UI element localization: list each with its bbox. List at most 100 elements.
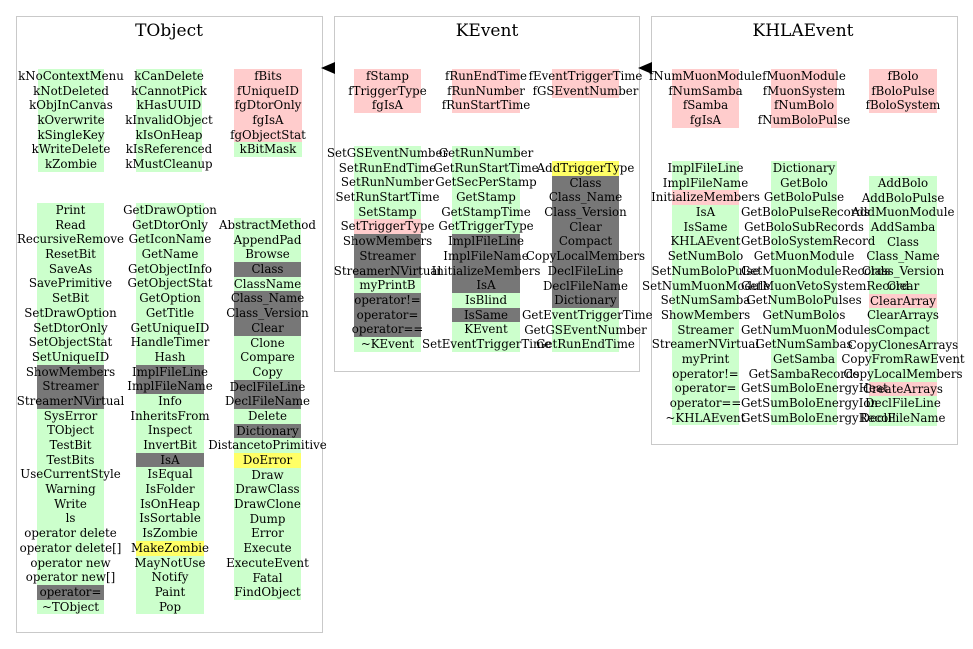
member-label: operator delete[] (19, 540, 122, 555)
member-label: fgIsA (689, 113, 722, 128)
member-cell: MayNotUse (135, 555, 205, 571)
member-cell: Class (234, 262, 301, 277)
member-label: GetSumBoloEnergyRecoil (741, 410, 896, 425)
panel-title-khlaevent: KHLAEvent (752, 21, 854, 41)
member-cell: AddBolo (869, 176, 937, 191)
member-cell: SetBit (37, 291, 104, 306)
member-cell: ImplFileLine (667, 161, 744, 176)
member-cell: GetSecPerStamp (435, 175, 537, 191)
member-label: Class (251, 262, 284, 277)
member-label: GetNumBolos (762, 307, 846, 322)
member-label: Dump (249, 511, 286, 526)
member-label: GetBoloPulseRecords (741, 205, 870, 220)
member-label: StreamerNVirtual (16, 393, 125, 408)
member-cell: GetTriggerType (438, 219, 534, 235)
member-cell: kNotDeleted (33, 83, 109, 99)
member-label: SetTriggerType (340, 219, 435, 234)
member-cell: Class_Name (549, 190, 622, 206)
member-cell: SetNumMuonModule (642, 278, 770, 294)
member-cell: Dictionary (234, 423, 301, 439)
member-label: AddTriggerType (536, 161, 635, 175)
member-label: GetBoloSystemRecord (741, 234, 876, 249)
member-label: Class_Name (230, 291, 305, 306)
member-label: IsEqual (147, 467, 193, 482)
member-label: fUniqueID (237, 83, 299, 98)
member-label: kCannotPick (131, 83, 207, 98)
member-cell: IsFolder (136, 482, 204, 497)
member-label: FindObject (234, 585, 301, 600)
member-cell: AddMuonModule (851, 205, 955, 221)
member-cell: GetMuonModuleRecords (741, 263, 890, 279)
member-cell: myPrintB (354, 278, 421, 293)
member-label: AddBoloPulse (861, 190, 945, 205)
member-label: Dictionary (772, 161, 836, 175)
member-label: IsA (476, 278, 496, 293)
member-cell: kZombie (38, 157, 104, 172)
member-cell: operator delete (24, 526, 117, 541)
member-label: AddBolo (877, 176, 929, 190)
member-label: DeclFileLine (865, 396, 941, 411)
member-label: GetDrawOption (123, 203, 217, 217)
member-cell: SetNumBolo (668, 249, 743, 264)
member-cell: GetSumBoloEnergyIon (741, 396, 878, 411)
member-label: GetObjectStat (127, 276, 213, 291)
member-cell: GetSumBoloEnergyRecoil (741, 410, 896, 426)
member-cell: Class_Version (862, 264, 944, 279)
member-label: Info (158, 393, 182, 408)
member-cell: SetGSEventNumber (327, 146, 448, 161)
member-cell: GetBoloPulse (764, 190, 844, 206)
member-label: fNumSamba (668, 83, 743, 98)
member-cell: GetNumBoloPulses (746, 293, 862, 308)
member-label: Clear (886, 278, 920, 293)
member-cell: MakeZombie (131, 540, 209, 556)
member-cell: GetBoloPulseRecords (741, 205, 870, 220)
member-label: Clone (250, 335, 285, 350)
member-cell: IsBlind (452, 292, 520, 308)
member-cell: UseCurrentStyle (20, 467, 121, 483)
member-cell: GetEventTriggerTime (522, 307, 653, 323)
member-label: CopyClonesArrays (847, 337, 959, 352)
member-label: HandleTimer (130, 335, 210, 350)
member-label: SetRunStartTime (335, 190, 440, 205)
member-cell: Class_Version (226, 306, 309, 321)
member-cell: fgIsA (354, 98, 421, 114)
member-label: GetBoloSubRecords (744, 219, 864, 234)
member-cell: StreamerNVirtual (334, 263, 441, 279)
member-label: fBoloSystem (865, 98, 941, 113)
member-label: DrawClone (234, 497, 301, 512)
member-cell: GetSumBoloEnergyHeat (741, 381, 888, 396)
member-label: GetRunNumber (438, 146, 534, 160)
member-label: kSingleKey (37, 127, 105, 142)
member-label: GetRunEndTime (536, 337, 635, 352)
member-cell: DistancetoPrimitive (208, 438, 327, 453)
member-cell: ClearArrays (867, 308, 939, 323)
member-cell: Clear (234, 320, 301, 336)
member-label: AddMuonModule (851, 205, 955, 220)
member-cell: IsSortable (136, 511, 204, 527)
member-label: GetSumBoloEnergyIon (741, 396, 879, 410)
member-cell: fBoloSystem (866, 98, 940, 114)
member-label: Draw (251, 467, 284, 482)
member-cell: kObjInCanvas (29, 98, 113, 114)
member-cell: kCanDelete (134, 69, 204, 84)
member-label: kOverwrite (37, 113, 105, 128)
member-cell: Class_Version (544, 205, 627, 220)
member-cell: IsA (452, 278, 520, 293)
member-cell: GetTitle (136, 305, 204, 321)
member-cell: Browse (234, 247, 301, 263)
member-cell: fNumBoloPulse (758, 113, 850, 128)
member-cell: SetEventTriggerTime (422, 336, 551, 352)
member-cell: RecursiveRemove (17, 232, 124, 248)
member-label: Print (55, 203, 86, 217)
member-label: Streamer (359, 248, 416, 263)
member-label: DeclFileName (860, 411, 946, 425)
member-cell: operator new[] (26, 570, 115, 585)
member-label: GetObjectInfo (127, 261, 213, 276)
inheritance-arrow-kevent-to-tobject (321, 62, 335, 74)
member-cell: fEventTriggerTime (529, 69, 642, 84)
member-label: InvertBit (143, 438, 197, 452)
member-cell: Pop (136, 599, 204, 615)
